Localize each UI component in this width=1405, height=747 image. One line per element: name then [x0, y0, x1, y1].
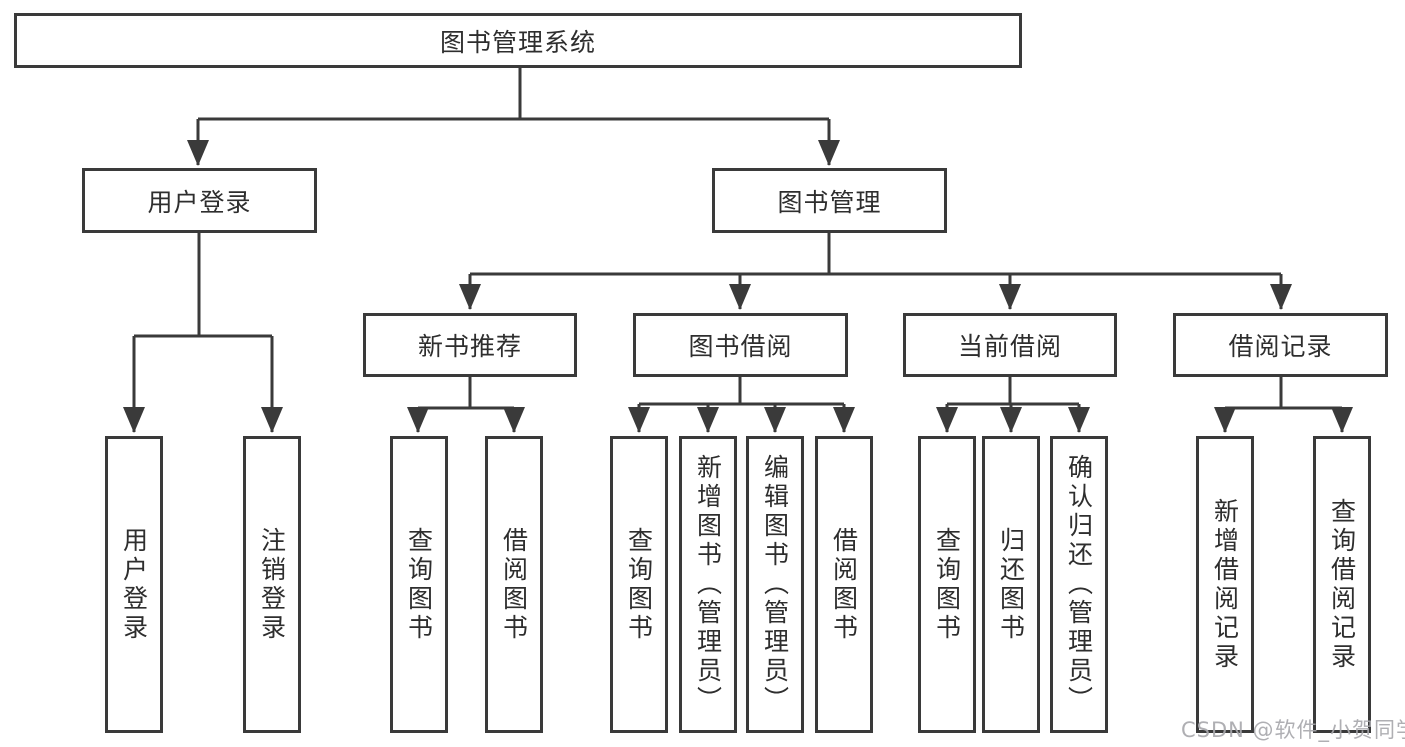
- csdn-watermark: CSDN @软件_小贺同学: [1181, 718, 1405, 742]
- leaf-bb-add-books-admin: 新增图书（管理员）: [679, 436, 737, 733]
- node-new-book-recommendation: 新书推荐: [363, 313, 577, 377]
- node-book-borrowing: 图书借阅: [633, 313, 848, 377]
- connector-borrow-record-trunk: [1225, 377, 1342, 410]
- node-user-login: 用户登录: [82, 168, 317, 233]
- leaf-nb-borrow-books: 借阅图书: [485, 436, 543, 733]
- leaf-bb-query-books: 查询图书: [610, 436, 668, 733]
- node-current-borrowing: 当前借阅: [903, 313, 1117, 377]
- node-book-management: 图书管理: [712, 168, 947, 233]
- leaf-cb-query-books: 查询图书: [918, 436, 976, 733]
- leaf-br-query-record: 查询借阅记录: [1313, 436, 1371, 733]
- node-borrowing-records: 借阅记录: [1173, 313, 1388, 377]
- leaf-br-add-record: 新增借阅记录: [1196, 436, 1254, 733]
- node-library-management-system: 图书管理系统: [14, 13, 1022, 68]
- connector-book-management-trunk: [470, 233, 1281, 276]
- connector-current-borrow-trunk: [947, 377, 1079, 406]
- leaf-cb-return-books: 归还图书: [982, 436, 1040, 733]
- leaf-nb-query-books: 查询图书: [390, 436, 448, 733]
- connector-user-login-trunk: [134, 233, 272, 338]
- leaf-bb-edit-books-admin: 编辑图书（管理员）: [746, 436, 804, 733]
- connector-root-trunk: [198, 68, 829, 121]
- connector-new-book-trunk: [418, 377, 514, 410]
- leaf-user-login: 用户登录: [105, 436, 163, 733]
- leaf-bb-borrow-books: 借阅图书: [815, 436, 873, 733]
- leaf-cb-confirm-return-admin: 确认归还（管理员）: [1050, 436, 1108, 733]
- leaf-logout: 注销登录: [243, 436, 301, 733]
- connector-book-borrow-trunk: [639, 377, 844, 406]
